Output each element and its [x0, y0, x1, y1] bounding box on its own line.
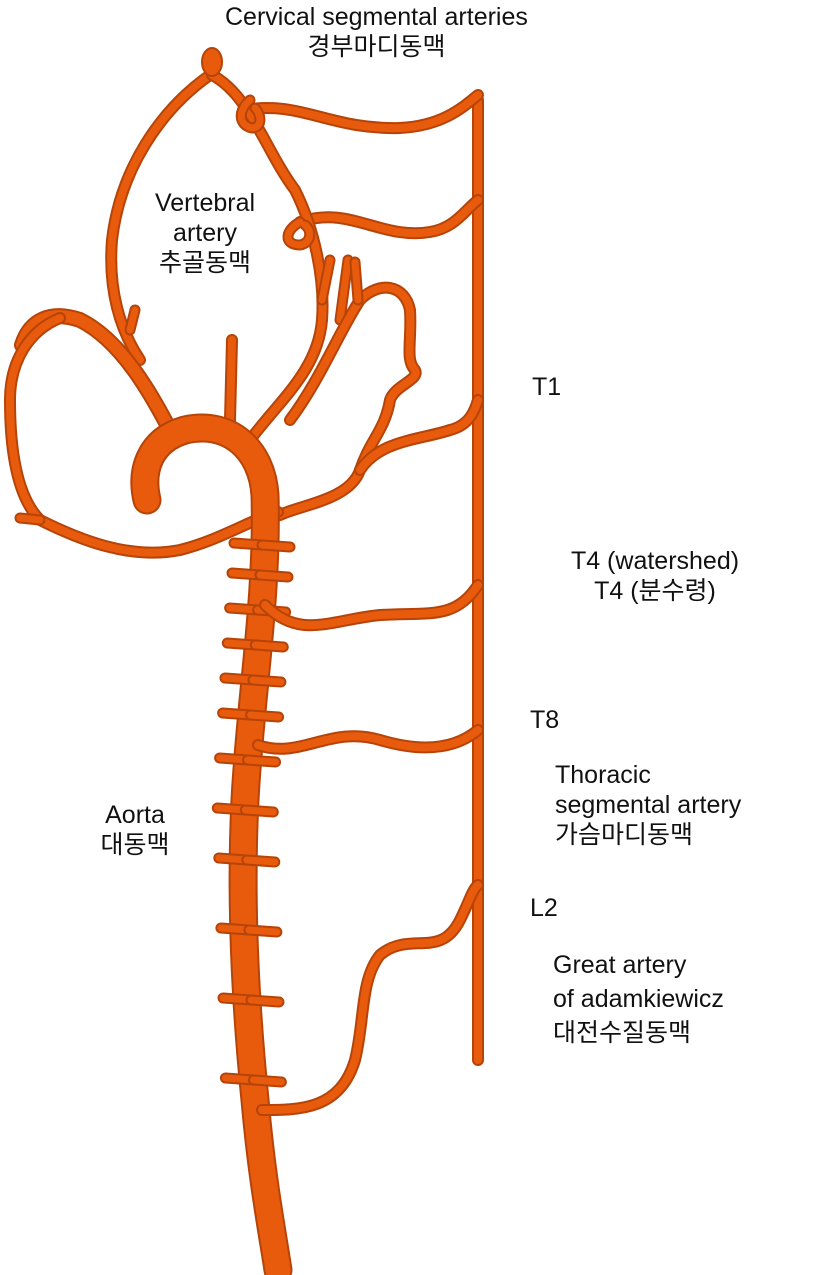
- t1-segmental-artery: [356, 396, 482, 474]
- thoracic-segmental-label: Thoracic segmental artery 가슴마디동맥: [555, 760, 741, 850]
- common-carotid-stub: [226, 336, 236, 424]
- intercostal-artery-stub: [247, 711, 283, 721]
- t4-segmental-artery: [261, 581, 482, 630]
- intercostal-artery-stub: [258, 541, 294, 551]
- vertebral-label-en2: artery: [173, 219, 237, 247]
- aorta-label: Aorta 대동맥: [80, 800, 190, 860]
- cervical-label: Cervical segmental arteries 경부마디동맥: [225, 2, 528, 62]
- vertebral-artery-left: [107, 71, 214, 364]
- t4-label: T4 (watershed) T4 (분수령): [530, 546, 780, 606]
- aorta-label-ko: 대동맥: [100, 831, 170, 859]
- vertebral-loop-small: [284, 218, 314, 249]
- intercostal-artery-stub: [249, 676, 285, 686]
- intercostal-artery-stub: [244, 756, 280, 766]
- adamkiewicz-label: Great artery of adamkiewicz 대전수질동맥: [553, 948, 724, 1050]
- t4-label-en: T4 (watershed): [570, 547, 740, 575]
- thoracic-label-ko: 가슴마디동맥: [555, 821, 694, 849]
- intercostal-artery-stub: [247, 996, 283, 1006]
- intercostal-artery-stub: [241, 806, 277, 816]
- vertebral-label-en1: Vertebral: [154, 189, 256, 217]
- branch-stub: [318, 256, 334, 304]
- cervical-segmental-artery-lower: [296, 196, 482, 238]
- adamkiewicz-label-en2: of adamkiewicz: [553, 985, 724, 1013]
- vertebral-loop-top: [237, 96, 264, 132]
- cervical-label-ko: 경부마디동맥: [307, 33, 446, 61]
- intercostal-artery-stub: [256, 571, 292, 581]
- intercostal-artery-stub: [251, 641, 287, 651]
- basilar-tip: [201, 47, 223, 77]
- branch-stub: [126, 306, 139, 334]
- t4-label-ko: T4 (분수령): [594, 577, 716, 605]
- adamkiewicz-label-ko: 대전수질동맥: [553, 1019, 692, 1047]
- aorta: [132, 415, 291, 1275]
- aorta-label-en: Aorta: [105, 801, 165, 829]
- t1-label: T1: [532, 373, 562, 401]
- branch-stub: [351, 258, 362, 304]
- cervical-segmental-artery-upper: [241, 91, 482, 133]
- cervical-label-en: Cervical segmental arteries: [225, 3, 528, 31]
- adamkiewicz-label-en1: Great artery: [553, 951, 687, 979]
- intercostal-artery-stub: [249, 1076, 285, 1086]
- vertebral-label-ko: 추골동맥: [158, 249, 251, 277]
- branch-stub: [336, 256, 352, 324]
- thoracic-label-en2: segmental artery: [555, 791, 742, 819]
- intercostal-artery-stub: [243, 856, 279, 866]
- vertebral-label: Vertebral artery 추골동맥: [130, 188, 280, 278]
- branch-stub: [16, 514, 44, 524]
- thoracic-label-en1: Thoracic: [555, 761, 651, 789]
- t8-segmental-artery: [254, 726, 482, 753]
- left-subclavian-artery: [16, 310, 181, 446]
- intercostal-artery-stub: [245, 926, 281, 936]
- artery-of-adamkiewicz: [258, 881, 482, 1114]
- vessel-outline: [256, 879, 484, 1116]
- l2-label: L2: [530, 894, 558, 922]
- t8-label: T8: [530, 706, 560, 734]
